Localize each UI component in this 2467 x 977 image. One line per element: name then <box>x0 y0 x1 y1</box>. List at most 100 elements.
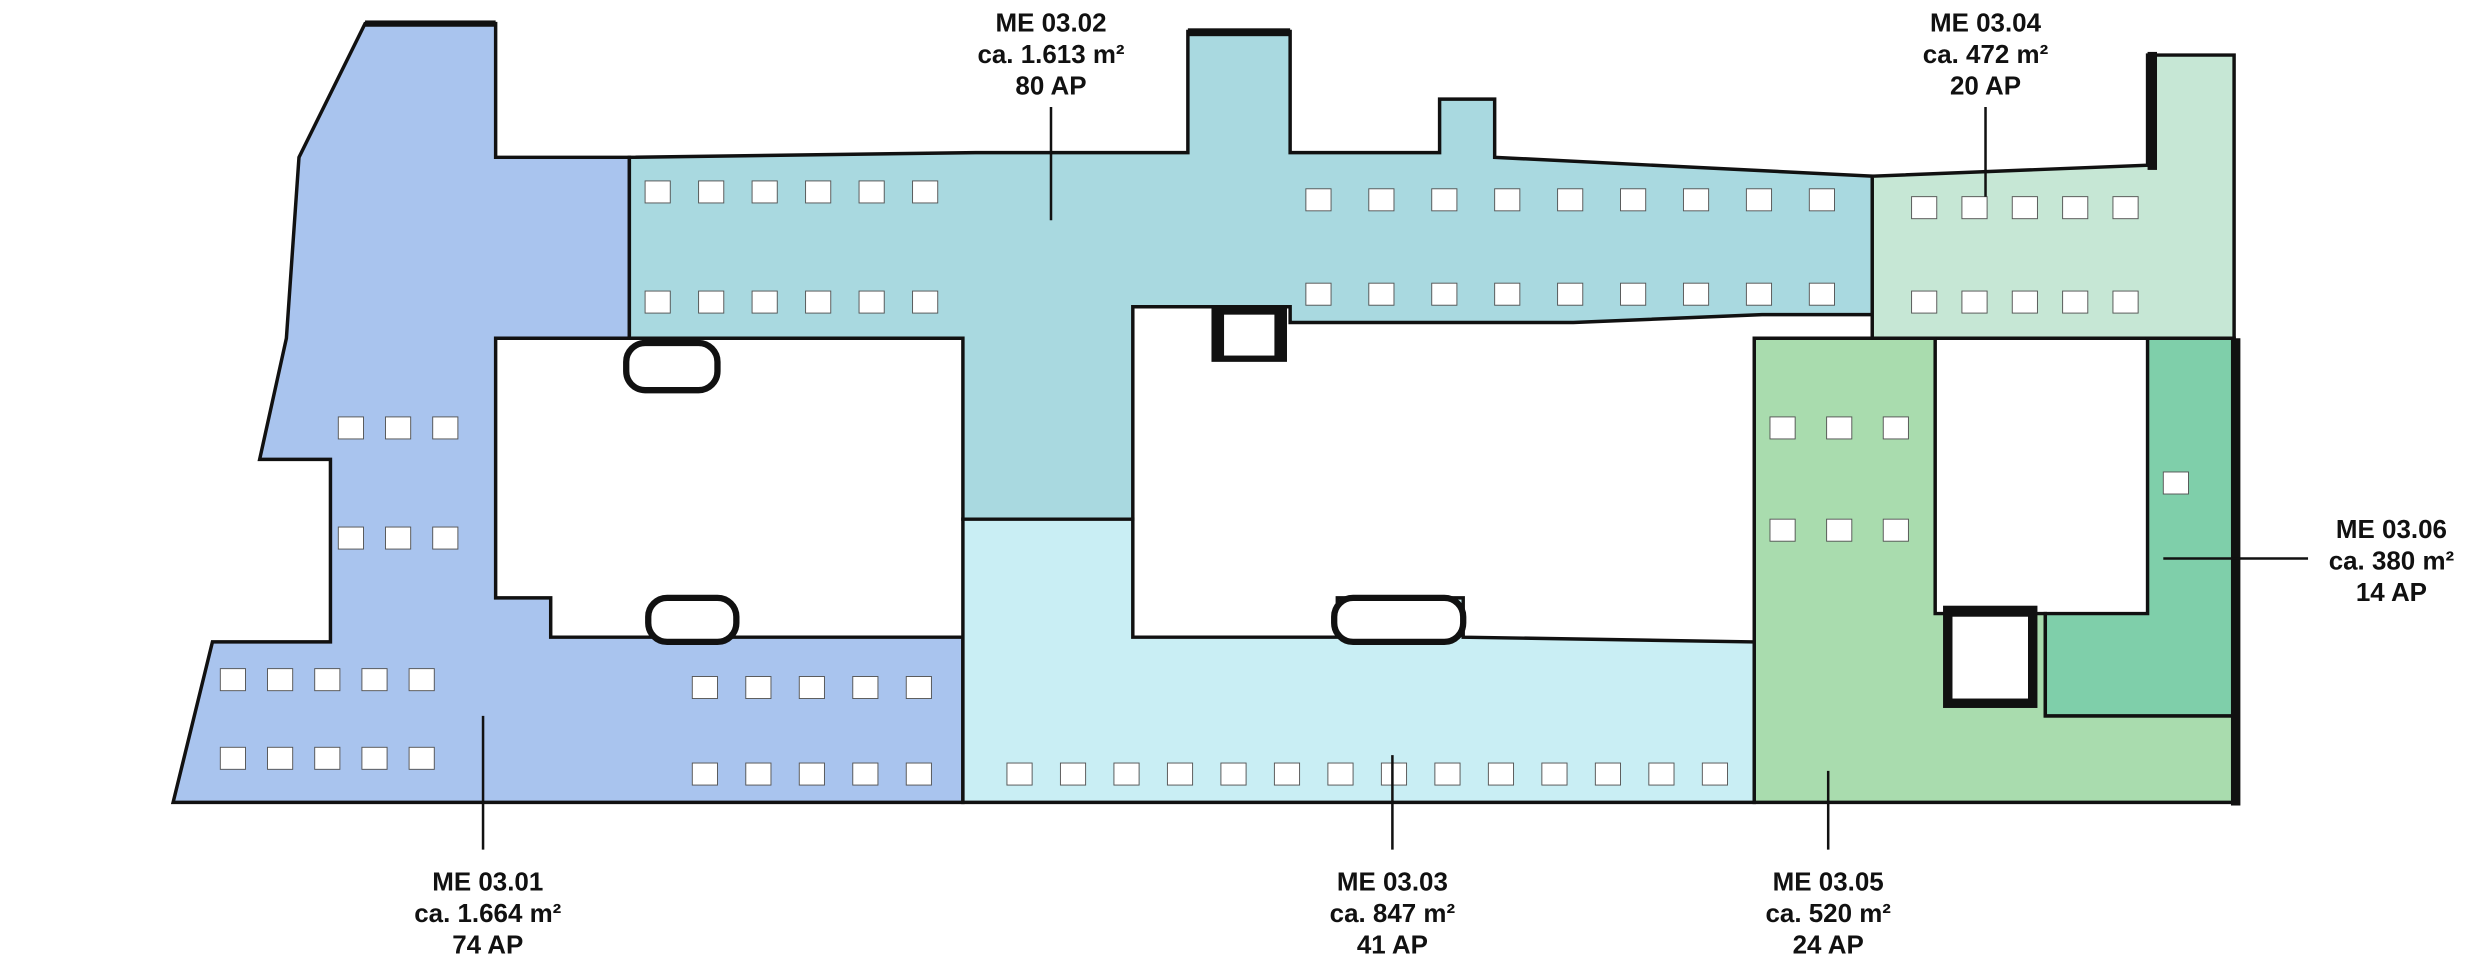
zone-me-03-02[interactable] <box>627 29 1874 521</box>
unit-workplaces: 41 AP <box>1357 931 1428 959</box>
desk <box>2011 290 2038 314</box>
desk <box>337 416 364 440</box>
label-me-03-03: ME 03.03 ca. 847 m² 41 AP <box>1330 868 1456 959</box>
desk <box>745 676 772 700</box>
desk <box>1494 188 1521 212</box>
unit-zones <box>170 21 2236 805</box>
desk <box>1826 416 1853 440</box>
zone-me-03-03[interactable] <box>961 517 1756 805</box>
desk <box>858 290 885 314</box>
desk <box>267 746 294 770</box>
desk <box>2162 471 2189 495</box>
desk <box>1380 762 1408 786</box>
unit-area: ca. 1.664 m² <box>414 900 561 928</box>
stair-core <box>645 594 740 646</box>
leader-lines <box>481 106 2309 850</box>
desk <box>408 746 435 770</box>
unit-id: ME 03.02 <box>995 9 1106 37</box>
desk <box>1305 188 1332 212</box>
desk <box>1882 518 1909 542</box>
desk <box>1961 196 1988 220</box>
desk <box>852 762 879 786</box>
unit-area: ca. 1.613 m² <box>977 41 1124 69</box>
desk <box>385 526 412 550</box>
unit-workplaces: 24 AP <box>1793 931 1864 959</box>
desk <box>1273 762 1301 786</box>
desk <box>798 762 825 786</box>
desk <box>1327 762 1354 786</box>
desk <box>1620 282 1647 306</box>
desk <box>644 180 671 204</box>
desk <box>745 762 772 786</box>
desk <box>751 290 778 314</box>
stair-core <box>1331 594 1467 646</box>
unit-area: ca. 380 m² <box>2329 548 2455 576</box>
desk <box>1769 518 1796 542</box>
desk <box>912 290 939 314</box>
desk <box>1166 762 1194 786</box>
desk <box>1557 188 1584 212</box>
unit-workplaces: 80 AP <box>1015 72 1086 100</box>
desk <box>1701 762 1728 786</box>
desk <box>408 668 435 692</box>
desk <box>219 746 246 770</box>
desk <box>337 526 364 550</box>
desk <box>267 668 294 692</box>
desk <box>852 676 879 700</box>
desk <box>2011 196 2038 220</box>
desk <box>1826 518 1853 542</box>
desk <box>805 180 832 204</box>
desk <box>2112 290 2139 314</box>
desk <box>1006 762 1033 786</box>
desk <box>1220 762 1247 786</box>
desk <box>432 416 459 440</box>
desk <box>1808 188 1835 212</box>
desk <box>1059 762 1087 786</box>
desk <box>1113 762 1140 786</box>
label-me-03-02: ME 03.02 ca. 1.613 m² 80 AP <box>977 9 1124 100</box>
label-me-03-05: ME 03.05 ca. 520 m² 24 AP <box>1765 868 1891 959</box>
unit-id: ME 03.03 <box>1337 868 1448 896</box>
unit-id: ME 03.01 <box>432 868 543 896</box>
desk <box>432 526 459 550</box>
zone-me-03-06[interactable] <box>2043 336 2236 718</box>
unit-labels: ME 03.01 ca. 1.664 m² 74 AP ME 03.02 ca.… <box>414 9 2454 959</box>
desk <box>905 676 932 700</box>
desk <box>2062 196 2089 220</box>
unit-area: ca. 520 m² <box>1765 900 1891 928</box>
desk <box>1431 282 1458 306</box>
desk <box>1434 762 1461 786</box>
desk <box>1682 188 1710 212</box>
desk <box>805 290 832 314</box>
label-me-03-06: ME 03.06 ca. 380 m² 14 AP <box>2329 516 2455 607</box>
desk <box>2112 196 2139 220</box>
stair-core <box>1224 314 1275 356</box>
desk <box>751 180 778 204</box>
desk <box>1620 188 1647 212</box>
desk <box>1961 290 1988 314</box>
exterior-wall <box>1187 28 1291 37</box>
desk <box>1745 188 1773 212</box>
exterior-wall <box>2147 51 2158 170</box>
unit-area: ca. 472 m² <box>1923 41 2049 69</box>
desk <box>1487 762 1515 786</box>
desk <box>1911 290 1938 314</box>
desk <box>691 762 718 786</box>
desk <box>361 746 388 770</box>
desk <box>698 290 725 314</box>
desk <box>361 668 388 692</box>
desk <box>1557 282 1584 306</box>
unit-area: ca. 847 m² <box>1330 900 1456 928</box>
desk <box>1882 416 1909 440</box>
desk <box>1594 762 1621 786</box>
desk <box>219 668 246 692</box>
stair-core <box>1952 616 2029 699</box>
desk <box>1431 188 1458 212</box>
desk <box>912 180 939 204</box>
exterior-wall <box>365 20 496 27</box>
unit-workplaces: 20 AP <box>1950 72 2021 100</box>
stair-core <box>623 339 721 394</box>
desk <box>314 668 341 692</box>
desk <box>1541 762 1568 786</box>
